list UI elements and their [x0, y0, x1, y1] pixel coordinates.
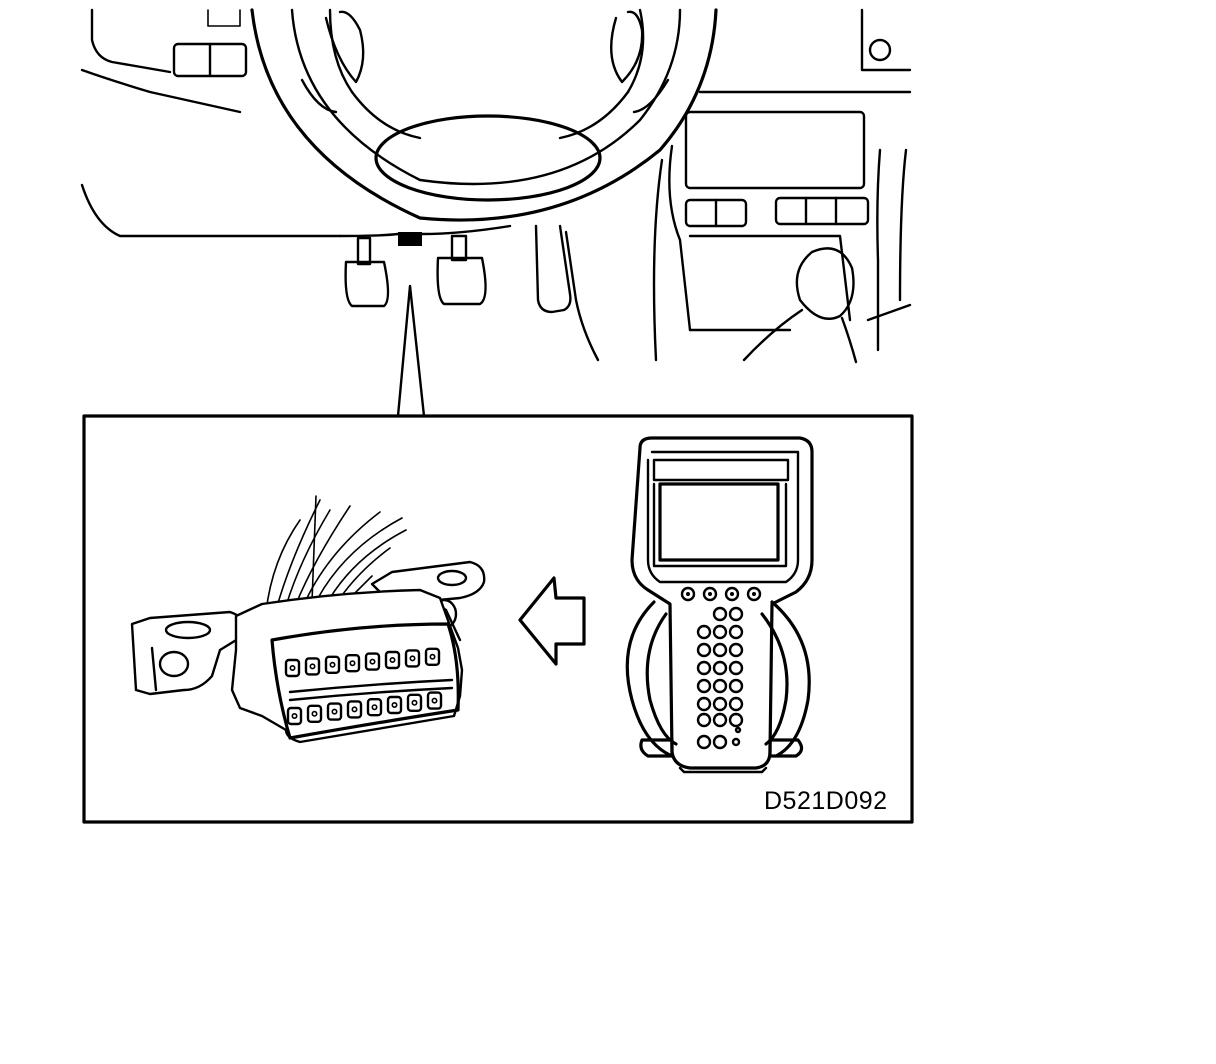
connector-pin — [344, 654, 361, 673]
connector-pin — [364, 652, 381, 671]
connector-pin — [384, 650, 401, 670]
keypad-key — [728, 660, 744, 676]
keypad-key — [728, 606, 744, 622]
handheld-diagnostic-tester — [625, 436, 814, 774]
callout-frame — [82, 414, 914, 824]
connector-pin — [406, 693, 423, 712]
connector-pin — [366, 698, 383, 717]
diagnostic-connector — [130, 495, 486, 744]
connector-pin — [426, 691, 443, 710]
keypad-key — [712, 642, 728, 658]
connector-wires — [265, 495, 407, 613]
tester-display — [658, 482, 780, 562]
connector-pin — [306, 704, 323, 723]
keypad-key — [696, 696, 712, 712]
tester-function-keys — [680, 586, 762, 602]
connector-pin — [324, 655, 341, 674]
console-switches — [684, 196, 870, 228]
keypad-key — [696, 660, 712, 676]
keypad-key — [712, 660, 728, 676]
keypad-key — [712, 624, 728, 640]
keypad-key — [728, 642, 744, 658]
connector-pins-upper — [284, 647, 441, 678]
callout-leader — [396, 284, 426, 418]
connector-location-marker — [398, 232, 422, 246]
gear-lever — [742, 247, 912, 364]
keypad-key — [728, 696, 744, 712]
keypad-key — [696, 712, 712, 728]
connector-pins-lower — [286, 691, 443, 726]
keypad-key — [712, 678, 728, 694]
connector-pin — [424, 647, 441, 666]
pedals — [344, 234, 487, 308]
connector-pin — [286, 706, 303, 726]
tester-bottom-keys — [696, 726, 742, 750]
center-console — [652, 8, 912, 364]
connector-pin — [304, 657, 321, 676]
keypad-key — [696, 642, 712, 658]
connect-arrow — [518, 576, 586, 666]
keypad-key — [712, 712, 728, 728]
left-switch-block — [172, 42, 248, 78]
keypad-key — [728, 624, 744, 640]
connector-pin — [386, 695, 403, 715]
steering-wheel — [250, 8, 718, 222]
keypad-key — [728, 712, 744, 728]
connector-pin — [404, 649, 421, 668]
connector-pin — [284, 658, 301, 678]
keypad-key — [696, 624, 712, 640]
tester-keypad — [696, 606, 744, 728]
connector-pin — [346, 700, 363, 719]
keypad-key — [712, 696, 728, 712]
keypad-key — [728, 678, 744, 694]
tester-display-bezel — [652, 458, 790, 482]
keypad-key — [696, 678, 712, 694]
connector-pin — [326, 702, 343, 721]
steering-hub — [374, 114, 602, 202]
dashboard-scene — [80, 8, 912, 418]
keypad-key — [712, 606, 728, 622]
figure-label: D521D092 — [764, 787, 888, 815]
